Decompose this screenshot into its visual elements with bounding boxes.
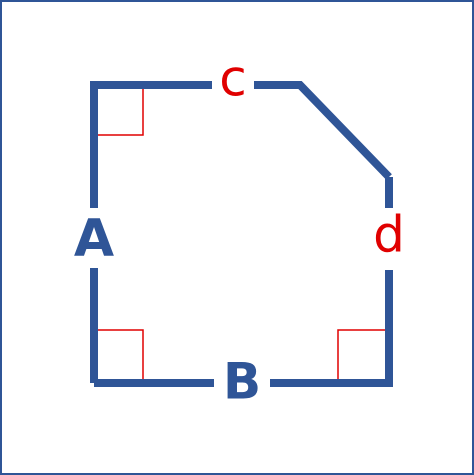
- label-b-gap: [214, 360, 270, 408]
- right-angle-marker-bottom-right: [337, 329, 385, 379]
- label-a-gap: [70, 208, 120, 268]
- label-c-gap: [212, 62, 254, 110]
- right-angle-marker-top-left: [98, 89, 144, 136]
- label-side-b: B: [223, 353, 261, 411]
- label-side-c: c: [219, 50, 247, 108]
- shape-outline-top: [90, 81, 392, 383]
- label-side-d: d: [373, 206, 405, 264]
- label-side-a: A: [74, 209, 114, 269]
- right-angle-marker-bottom-left: [98, 329, 144, 379]
- label-d-gap: [366, 208, 412, 270]
